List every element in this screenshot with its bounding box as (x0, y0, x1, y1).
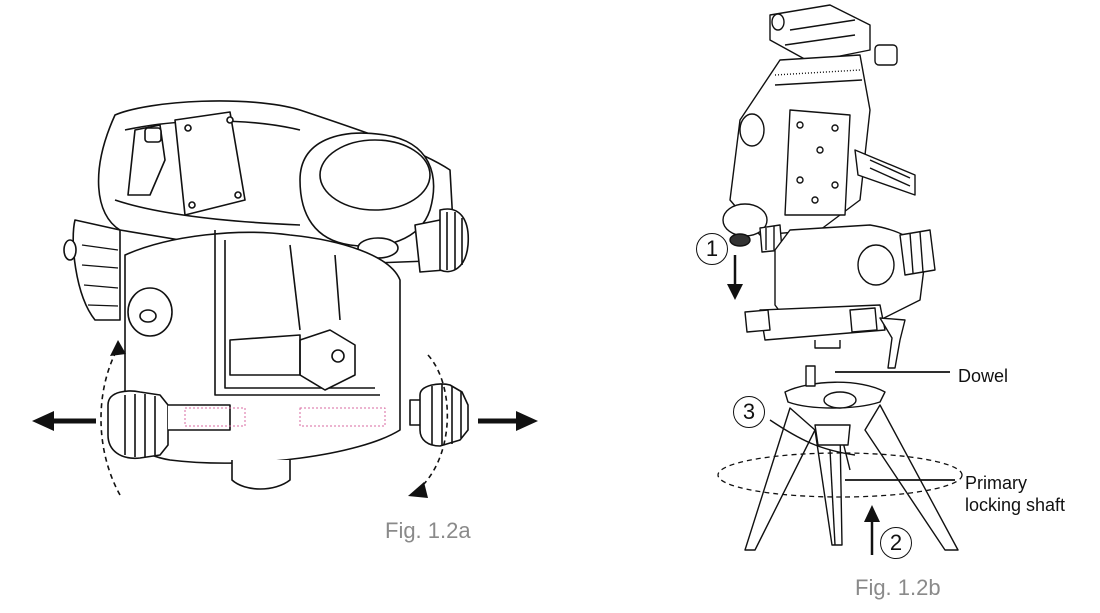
step-marker-2: 2 (880, 527, 912, 559)
fig-1-2b-mount-drawing (722, 4, 936, 369)
left-rotate-arrow (100, 347, 121, 496)
primary-locking-shaft-label-line2: locking shaft (965, 495, 1066, 515)
figure-caption-b: Fig. 1.2b (855, 575, 941, 600)
dowel-label: Dowel (958, 366, 1009, 386)
left-pull-arrow-head (32, 411, 54, 431)
figure-caption-a: Fig. 1.2a (385, 518, 471, 543)
fig-1-2a-arrows (32, 340, 538, 498)
primary-locking-shaft-label-line1: Primary (965, 473, 1027, 493)
right-pull-arrow-head (516, 411, 538, 431)
tripod-drawing (717, 365, 963, 551)
right-rotate-arrow (419, 354, 449, 489)
fig-1-2a-mount-drawing (63, 100, 469, 490)
fig-1-2b-arrows (727, 255, 955, 555)
rotation-ellipse (717, 452, 963, 498)
step-marker-3: 3 (733, 396, 765, 428)
step-marker-1: 1 (696, 233, 728, 265)
primary-locking-shaft-label: Primary locking shaft (965, 472, 1065, 516)
